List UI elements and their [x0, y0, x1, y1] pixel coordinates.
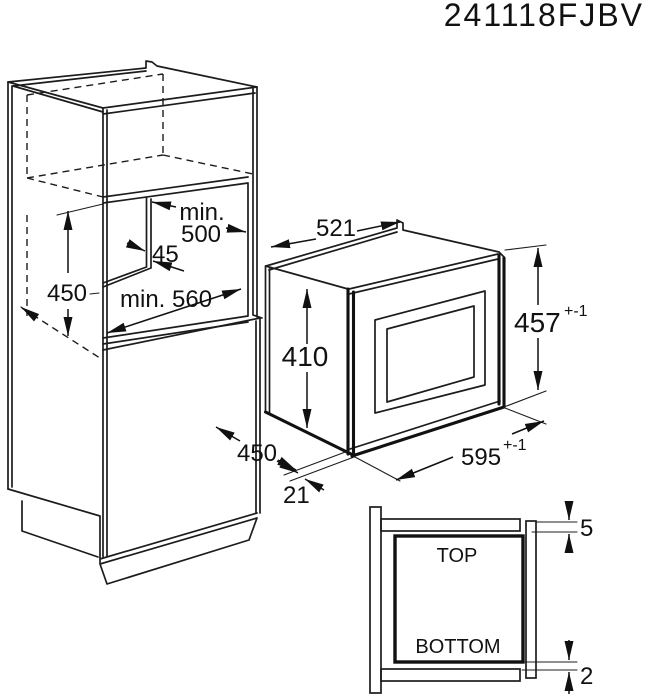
dim-line-oven-depth-left: [270, 238, 317, 249]
cabinet-drawing: [7, 60, 263, 585]
dim-oven-height: 457: [514, 307, 561, 338]
dim-oven-body-height: 410: [282, 341, 329, 372]
oven-door-edges: [263, 253, 506, 458]
dim-line-oven-width-right: [511, 420, 545, 435]
dim-ref-overhang-lower: [289, 456, 355, 482]
detail-door-panel: [525, 520, 537, 679]
cabinet-lower-door: [7, 317, 261, 585]
dim-line-oven-width-left: [395, 456, 454, 481]
dim-niche-height-tick: [89, 292, 100, 295]
dim-cabinet-depth: 450: [237, 440, 277, 467]
dim-line-cabinet-depth-left: [215, 426, 241, 442]
dim-oven-width: 595: [461, 444, 501, 471]
dim-ref-overhang-upper: [283, 450, 349, 476]
dim-niche-depth: min. 560: [120, 286, 212, 313]
oven-door-window: [374, 290, 486, 414]
cabinet-niche: [102, 176, 249, 345]
dim-line-niche-depth-left: [106, 310, 175, 334]
detail-oven-outline: [393, 534, 525, 664]
dim-ref-oven-width-right: [504, 407, 547, 425]
detail-top-shelf: [380, 518, 521, 532]
dim-line-overhang-lower: [304, 478, 325, 493]
dim-line-clearance-upper: [125, 239, 146, 252]
dim-bottom-gap: 2: [580, 663, 593, 690]
dim-ref-oven-width-left: [354, 456, 401, 482]
dim-line-niche-width-left: [151, 201, 177, 211]
detail-bottom-shelf: [380, 668, 521, 682]
niche-floor-reference-arrow: [20, 306, 40, 322]
dim-niche-height: 450: [47, 280, 87, 307]
detail-top-label: TOP: [437, 545, 478, 567]
dim-oven-width-tolerance: +-1: [503, 437, 527, 454]
oven-drawing: [263, 219, 506, 458]
dim-ref-oven-height-top: [504, 244, 547, 251]
dim-oven-depth: 521: [316, 215, 356, 242]
cabinet-top-face: [7, 60, 258, 115]
dim-niche-width-min: min.: [179, 199, 224, 226]
oven-body: [264, 219, 505, 450]
cabinet-dimension-annotations: min. 500 45 min. 560 450: [47, 199, 247, 336]
dim-oven-height-tolerance: +-1: [564, 303, 588, 320]
dim-niche-width: 500: [181, 221, 221, 248]
oven-dimension-annotations: 521 410 457 +-1 595 +-1 450 21: [215, 215, 588, 509]
detail-side-wall: [369, 506, 382, 694]
dim-rear-clearance: 45: [152, 241, 179, 268]
dim-top-gap: 5: [580, 515, 593, 542]
dim-front-overhang: 21: [283, 482, 310, 509]
detail-side-view: TOP BOTTOM 5 2: [369, 501, 593, 694]
dim-ref-niche-top: [56, 203, 104, 216]
dim-ref-oven-height-bottom: [503, 390, 547, 408]
dim-line-niche-width-right: [225, 223, 247, 233]
cabinet-hidden-lines: [26, 73, 254, 316]
dim-line-clearance-lower: [152, 260, 185, 272]
dim-line-niche-depth-right: [173, 288, 242, 312]
dim-line-oven-depth-right: [356, 221, 401, 232]
dim-line-overhang-upper: [277, 456, 297, 471]
detail-bottom-label: BOTTOM: [415, 636, 500, 658]
oven-door-window-inner: [386, 305, 475, 403]
model-number: 241118FJBV: [444, 0, 644, 33]
